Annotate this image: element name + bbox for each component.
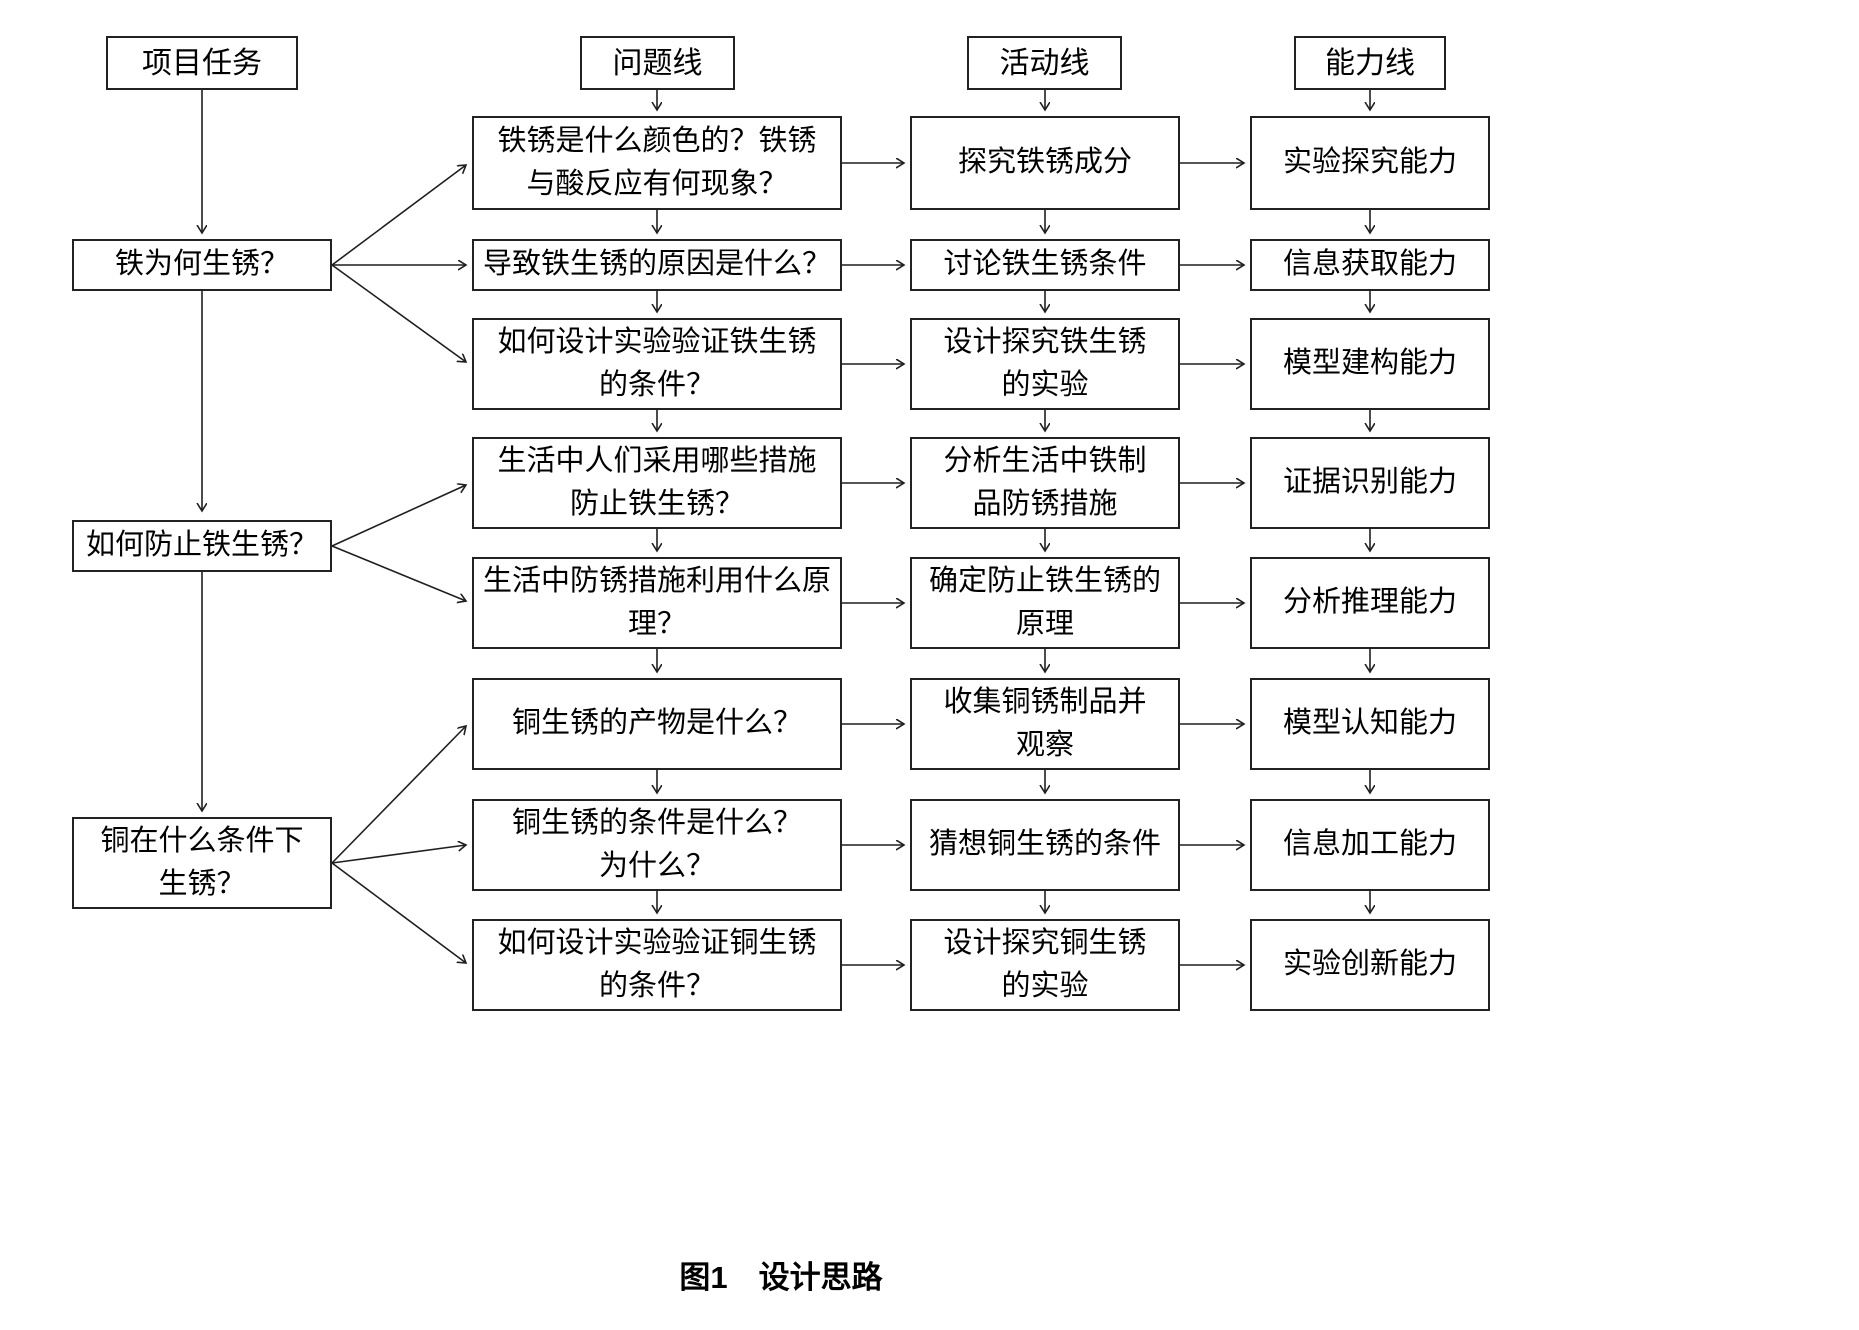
- activity-box-8: 设计探究铜生锈 的实验: [910, 919, 1180, 1011]
- activity-box-4: 分析生活中铁制 品防锈措施: [910, 437, 1180, 529]
- activity-box-5: 确定防止铁生锈的 原理: [910, 557, 1180, 649]
- activity-box-7: 猜想铜生锈的条件: [910, 799, 1180, 891]
- ability-box-8: 实验创新能力: [1250, 919, 1490, 1011]
- header-project-task: 项目任务: [106, 36, 298, 90]
- figure-caption: 图1 设计思路: [679, 1259, 883, 1295]
- task-box-prevent-rust: 如何防止铁生锈？: [72, 520, 332, 572]
- activity-box-3: 设计探究铁生锈 的实验: [910, 318, 1180, 410]
- ability-box-2: 信息获取能力: [1250, 239, 1490, 291]
- ability-box-3: 模型建构能力: [1250, 318, 1490, 410]
- ability-box-7: 信息加工能力: [1250, 799, 1490, 891]
- header-activity-line: 活动线: [967, 36, 1122, 90]
- task-box-iron-rust: 铁为何生锈？: [72, 239, 332, 291]
- question-box-3: 如何设计实验验证铁生锈 的条件？: [472, 318, 842, 410]
- question-box-6: 铜生锈的产物是什么？: [472, 678, 842, 770]
- question-box-8: 如何设计实验验证铜生锈 的条件？: [472, 919, 842, 1011]
- question-box-5: 生活中防锈措施利用什么原 理？: [472, 557, 842, 649]
- question-box-2: 导致铁生锈的原因是什么？: [472, 239, 842, 291]
- header-ability-line: 能力线: [1294, 36, 1446, 90]
- ability-box-6: 模型认知能力: [1250, 678, 1490, 770]
- ability-box-4: 证据识别能力: [1250, 437, 1490, 529]
- question-box-1: 铁锈是什么颜色的？铁锈 与酸反应有何现象？: [472, 116, 842, 210]
- header-question-line: 问题线: [580, 36, 735, 90]
- task-box-copper-rust: 铜在什么条件下 生锈？: [72, 817, 332, 909]
- question-box-7: 铜生锈的条件是什么？ 为什么？: [472, 799, 842, 891]
- ability-box-5: 分析推理能力: [1250, 557, 1490, 649]
- activity-box-6: 收集铜锈制品并 观察: [910, 678, 1180, 770]
- question-box-4: 生活中人们采用哪些措施 防止铁生锈？: [472, 437, 842, 529]
- ability-box-1: 实验探究能力: [1250, 116, 1490, 210]
- activity-box-1: 探究铁锈成分: [910, 116, 1180, 210]
- activity-box-2: 讨论铁生锈条件: [910, 239, 1180, 291]
